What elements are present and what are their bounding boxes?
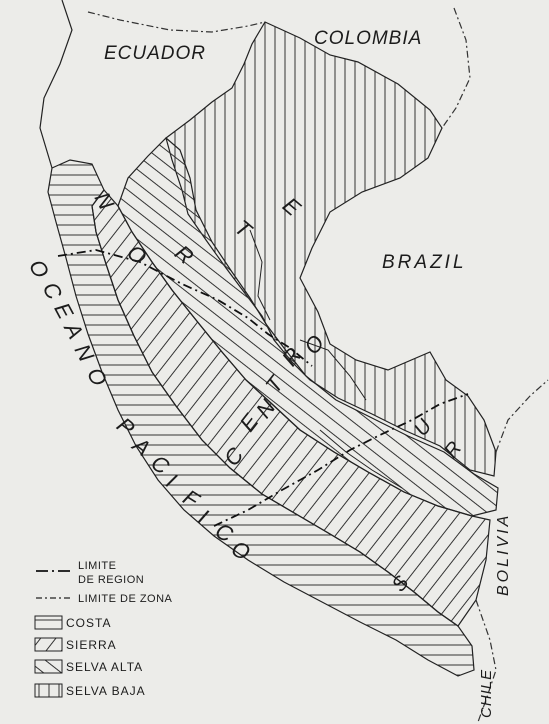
legend-selva-alta: SELVA ALTA	[66, 660, 144, 674]
river-2	[299, 339, 367, 401]
legend-costa: COSTA	[66, 616, 112, 630]
legend-selva-alta-swatch	[34, 659, 63, 674]
label-chile: CHILE	[478, 668, 495, 718]
border-colombia-brazil	[441, 7, 471, 129]
river-1	[249, 229, 271, 321]
label-bolivia: BOLIVIA	[495, 512, 512, 596]
region-boundary-norte-centro	[57, 249, 313, 367]
legend-limite-region-1: LIMITE	[78, 560, 117, 572]
legend-limite-region-2: DE REGION	[78, 574, 145, 586]
legend-zone-line-icon	[36, 597, 70, 599]
legend-region-line-icon	[36, 570, 70, 572]
legend-selva-baja: SELVA BAJA	[66, 684, 146, 698]
legend-limite-zona: LIMITE DE ZONA	[78, 593, 173, 605]
border-ecuador-colombia	[87, 11, 266, 33]
coastline-north	[39, 0, 73, 169]
region-boundary-centro-sur	[213, 393, 469, 527]
label-ecuador: ECUADOR	[104, 43, 207, 64]
label-colombia: COLOMBIA	[314, 28, 423, 49]
legend-sierra: SIERRA	[66, 638, 117, 652]
border-brazil-bolivia	[495, 379, 549, 453]
legend-costa-swatch	[34, 615, 63, 630]
river-3	[319, 429, 403, 489]
label-brazil: BRAZIL	[382, 252, 467, 273]
legend-selva-baja-swatch	[34, 683, 63, 698]
zone-costa	[47, 159, 475, 677]
legend-sierra-swatch	[34, 637, 63, 652]
